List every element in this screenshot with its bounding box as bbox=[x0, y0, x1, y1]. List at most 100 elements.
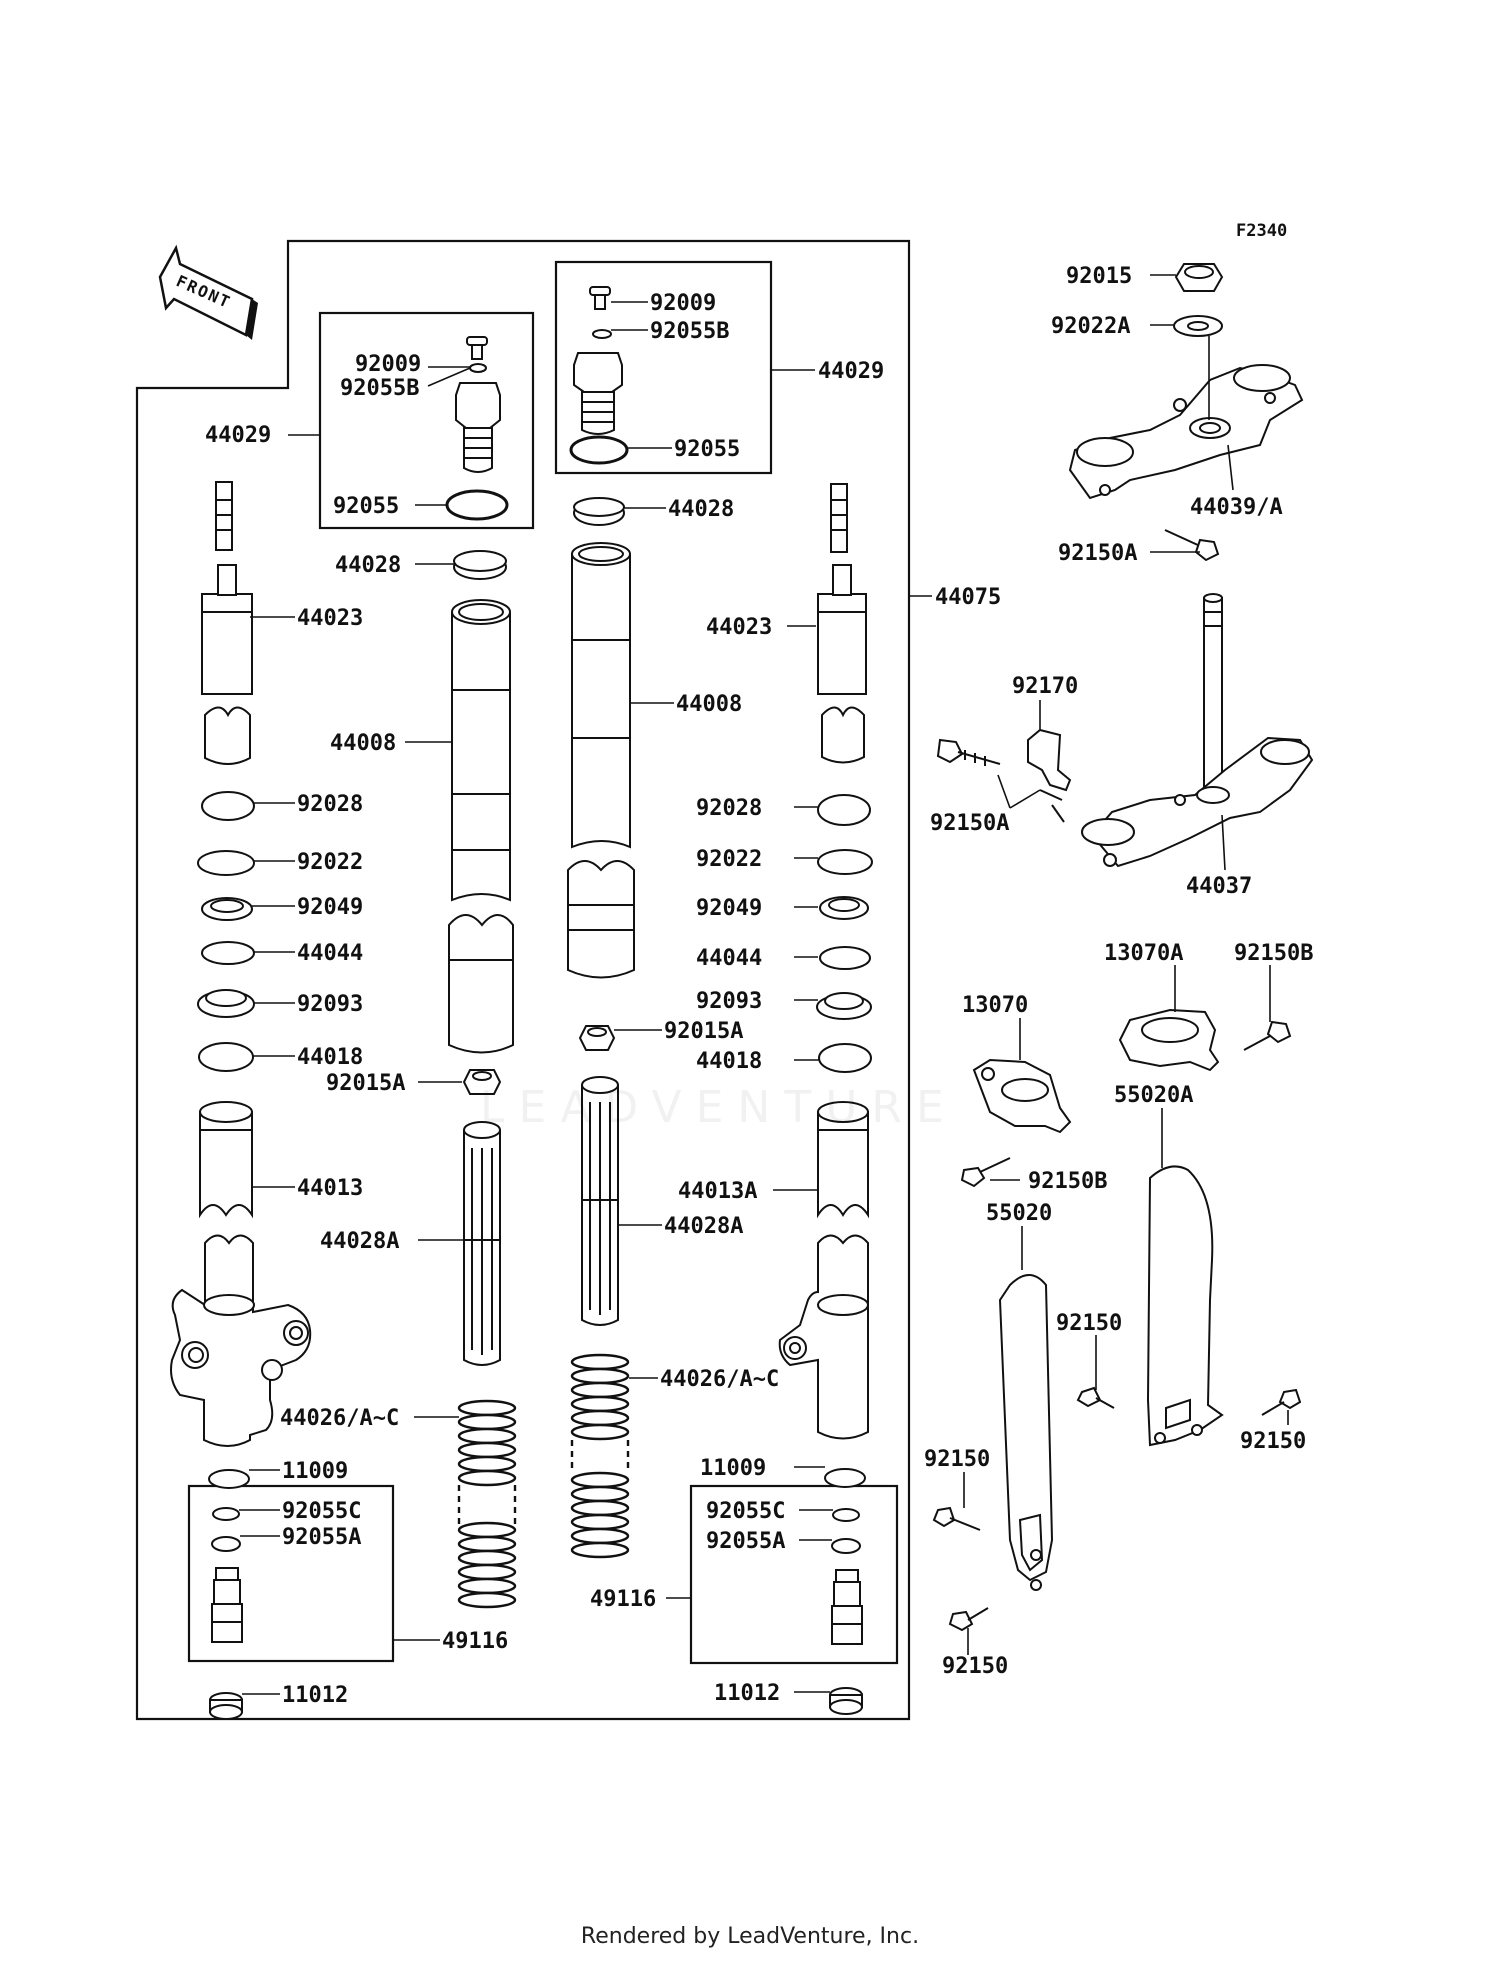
cable-guide-13070a-icon bbox=[1118, 1008, 1220, 1072]
label-92015a-left: 92015A bbox=[326, 1071, 405, 1096]
o-ring-92055a-right-icon bbox=[831, 1538, 861, 1554]
label-44028-right: 44028 bbox=[668, 497, 734, 522]
label-44039a: 44039/A bbox=[1190, 495, 1283, 520]
label-92170: 92170 bbox=[1012, 674, 1078, 699]
outer-tube-44008-left-icon bbox=[448, 599, 514, 1054]
label-92055a-left: 92055A bbox=[282, 1525, 361, 1550]
label-44018-right: 44018 bbox=[696, 1049, 762, 1074]
label-92150-b: 92150 bbox=[1240, 1429, 1306, 1454]
label-92055a-right: 92055A bbox=[706, 1529, 785, 1554]
dust-seal-92093-left-icon bbox=[197, 989, 255, 1018]
label-11012-left: 11012 bbox=[282, 1683, 348, 1708]
label-44013a-right: 44013A bbox=[678, 1179, 757, 1204]
washer-92022-right-icon bbox=[817, 849, 873, 875]
label-49116-right: 49116 bbox=[590, 1587, 656, 1612]
label-92150a-mid: 92150A bbox=[930, 811, 1009, 836]
label-13070: 13070 bbox=[962, 993, 1028, 1018]
o-ring-92055-left-icon bbox=[445, 489, 509, 521]
label-92049-right: 92049 bbox=[696, 896, 762, 921]
bolt-92150b-lower-icon bbox=[960, 1157, 1011, 1188]
label-44044-left: 44044 bbox=[297, 941, 363, 966]
upper-clamp-44039-icon bbox=[1068, 364, 1304, 500]
inner-tube-44013-left-icon bbox=[199, 1101, 253, 1219]
oil-seal-92049-left-icon bbox=[201, 897, 253, 921]
bushing-92028-left-icon bbox=[201, 791, 255, 821]
right-valve-kit-box bbox=[689, 1484, 899, 1665]
label-92009-left: 92009 bbox=[355, 352, 421, 377]
label-11009-left: 11009 bbox=[282, 1459, 348, 1484]
label-44075: 44075 bbox=[935, 585, 1001, 610]
label-92093-right: 92093 bbox=[696, 989, 762, 1014]
label-92055-left: 92055 bbox=[333, 494, 399, 519]
label-92055b-right: 92055B bbox=[650, 319, 729, 344]
left-valve-kit-box bbox=[187, 1484, 395, 1663]
inner-tube-44013a-right-icon bbox=[817, 1101, 869, 1219]
nut-92015a-right-icon bbox=[578, 1025, 616, 1051]
o-ring-92055a-left-icon bbox=[211, 1536, 241, 1552]
label-44029-right: 44029 bbox=[818, 359, 884, 384]
fork-guard-55020a-icon bbox=[1146, 1165, 1224, 1447]
fork-assembly-frame bbox=[135, 239, 911, 1721]
bolt-92150-d-icon bbox=[948, 1607, 989, 1632]
valve-49116-left-icon bbox=[211, 1567, 243, 1643]
fork-guard-55020-icon bbox=[998, 1274, 1054, 1591]
valve-49116-right-icon bbox=[831, 1569, 863, 1645]
label-92022a: 92022A bbox=[1051, 314, 1130, 339]
label-92150-d: 92150 bbox=[942, 1654, 1008, 1679]
label-44018-left: 44018 bbox=[297, 1045, 363, 1070]
cable-guide-92170-icon bbox=[1027, 728, 1072, 823]
fork-cap-right-icon bbox=[573, 352, 623, 435]
bolt-92150-b-icon bbox=[1261, 1388, 1302, 1416]
label-44044-right: 44044 bbox=[696, 946, 762, 971]
axle-bracket-left-icon bbox=[170, 1234, 312, 1447]
bushing-44028-right-icon bbox=[573, 497, 625, 526]
label-92028-left: 92028 bbox=[297, 792, 363, 817]
bushing-44018-left-icon bbox=[198, 1042, 254, 1072]
washer-92022-left-icon bbox=[197, 850, 255, 876]
bushing-44028-left-icon bbox=[453, 550, 507, 580]
label-92015: 92015 bbox=[1066, 264, 1132, 289]
bushing-92028-right-icon bbox=[817, 794, 871, 826]
fork-cap-left-icon bbox=[455, 382, 501, 473]
label-49116-left: 49116 bbox=[442, 1629, 508, 1654]
label-92022-right: 92022 bbox=[696, 847, 762, 872]
label-92150-a: 92150 bbox=[1056, 1311, 1122, 1336]
clip-44044-right-icon bbox=[819, 946, 871, 970]
label-11009-right: 11009 bbox=[700, 1456, 766, 1481]
label-92015a-right: 92015A bbox=[664, 1019, 743, 1044]
outer-tube-44008-right-icon bbox=[567, 542, 635, 979]
label-44023-left: 44023 bbox=[297, 606, 363, 631]
guide-44028a-left-icon bbox=[463, 1121, 501, 1366]
cap-bolt-right-icon bbox=[589, 286, 611, 310]
front-arrow-icon: FRONT bbox=[158, 244, 258, 340]
plug-11012-left-icon bbox=[209, 1692, 243, 1720]
label-13070a: 13070A bbox=[1104, 941, 1183, 966]
cap-bolt-left-icon bbox=[466, 336, 488, 360]
o-ring-92055b-right-icon bbox=[592, 329, 612, 339]
gasket-11009-left-icon bbox=[208, 1469, 250, 1489]
label-92055c-right: 92055C bbox=[706, 1499, 785, 1524]
label-44028-left: 44028 bbox=[335, 553, 401, 578]
label-44008-left: 44008 bbox=[330, 731, 396, 756]
label-92055c-left: 92055C bbox=[282, 1499, 361, 1524]
axle-bracket-right-icon bbox=[778, 1234, 869, 1440]
label-44026-right: 44026/A~C bbox=[660, 1367, 779, 1392]
label-92049-left: 92049 bbox=[297, 895, 363, 920]
guide-44028a-right-icon bbox=[581, 1076, 619, 1326]
cable-guide-13070-icon bbox=[972, 1058, 1072, 1134]
oil-seal-92049-right-icon bbox=[819, 896, 869, 920]
label-44028a-right: 44028A bbox=[664, 1214, 743, 1239]
label-44023-right: 44023 bbox=[706, 615, 772, 640]
damper-rod-44023-right-icon bbox=[817, 483, 867, 764]
label-92055b-left: 92055B bbox=[340, 376, 419, 401]
bolt-92150-c-icon bbox=[932, 1506, 981, 1531]
nut-92015-icon bbox=[1174, 263, 1224, 292]
spring-44026-left-icon bbox=[457, 1399, 517, 1609]
o-ring-92055-right-icon bbox=[569, 435, 629, 465]
dust-seal-92093-right-icon bbox=[816, 992, 872, 1020]
label-55020a: 55020A bbox=[1114, 1083, 1193, 1108]
label-55020: 55020 bbox=[986, 1201, 1052, 1226]
label-92150b-upper: 92150B bbox=[1234, 941, 1313, 966]
label-11012-right: 11012 bbox=[714, 1681, 780, 1706]
